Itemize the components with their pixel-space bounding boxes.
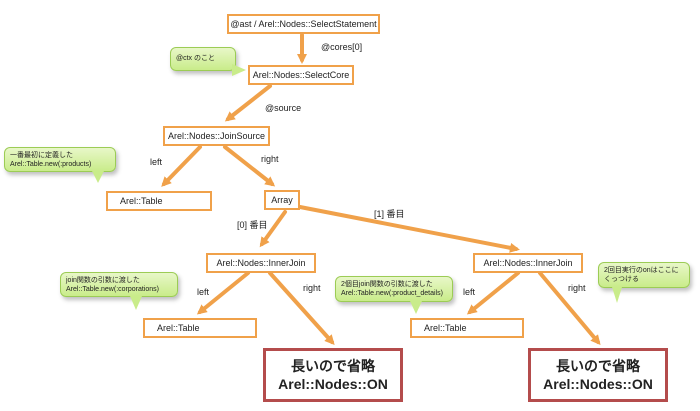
edge-selectcore-to-joinsource	[224, 84, 272, 122]
label-right-2: right	[303, 283, 321, 293]
label-array-1: [1] 番目	[374, 209, 405, 219]
callout-first-table-tail	[92, 171, 104, 183]
label-right-1: right	[261, 154, 279, 164]
edge-joinsource-to-array	[223, 145, 276, 187]
callout-on-note: 2回目実行のonはここに くっつける	[598, 262, 690, 288]
callout-ctx: @ctx のこと	[170, 47, 236, 71]
callout-on-note-line1: 2回目実行のonはここに	[604, 267, 679, 274]
callout-join-arg-tail	[130, 296, 142, 310]
callout-first-table-line2: Arel::Table.new(:products)	[10, 161, 92, 168]
node-join-source: Arel::Nodes::JoinSource	[163, 126, 270, 146]
callout-join-arg-2-line2: Arel::Table.new(:product_details)	[341, 290, 443, 297]
node-on-2: 長いので省略 Arel::Nodes::ON	[528, 348, 668, 402]
on-1-line2: Arel::Nodes::ON	[278, 376, 388, 392]
node-inner-join-1: Arel::Nodes::InnerJoin	[206, 253, 316, 273]
callout-join-arg-2-line1: 2個目join関数の引数に渡した	[341, 281, 433, 288]
callout-join-arg-2-tail	[410, 301, 422, 314]
on-2-line2: Arel::Nodes::ON	[543, 376, 653, 392]
callout-on-note-tail	[612, 287, 622, 303]
callout-on-note-line2: くっつける	[604, 276, 639, 283]
on-2-line1: 長いので省略	[556, 358, 640, 374]
node-select-core: Arel::Nodes::SelectCore	[248, 65, 354, 85]
label-cores: @cores[0]	[321, 42, 363, 52]
edge-innerjoin2-to-table	[466, 271, 520, 315]
node-array: Array	[264, 190, 300, 210]
edge-innerjoin1-to-on	[268, 271, 335, 345]
on-1-line1: 長いので省略	[291, 358, 375, 374]
callout-ctx-line1: @ctx のこと	[176, 55, 215, 62]
node-table-mid-1: Arel::Table	[143, 318, 257, 338]
node-table-mid-2: Arel::Table	[410, 318, 524, 338]
edge-array-to-innerjoin-2	[298, 205, 520, 253]
callout-join-arg-line2: Arel::Table.new(:corporations)	[66, 286, 159, 293]
callout-join-arg-line1: join関数の引数に渡した	[66, 277, 140, 284]
node-inner-join-2: Arel::Nodes::InnerJoin	[473, 253, 583, 273]
label-left-1: left	[150, 157, 163, 167]
label-source: @source	[265, 103, 302, 113]
node-on-1: 長いので省略 Arel::Nodes::ON	[263, 348, 403, 402]
label-array-0: [0] 番目	[237, 220, 268, 230]
label-left-3: left	[463, 287, 476, 297]
label-right-3: right	[568, 283, 586, 293]
node-table-left: Arel::Table	[106, 191, 212, 211]
callout-join-arg-2: 2個目join関数の引数に渡した Arel::Table.new(:produc…	[335, 276, 453, 302]
node-select-statement: @ast / Arel::Nodes::SelectStatement	[227, 14, 380, 34]
edge-joinsource-to-table	[161, 145, 202, 187]
callout-first-table-line1: 一番最初に定義した	[10, 152, 73, 159]
callout-ctx-tail	[232, 64, 246, 76]
label-left-2: left	[197, 287, 210, 297]
callout-join-arg: join関数の引数に渡した Arel::Table.new(:corporati…	[60, 272, 178, 297]
callout-first-table: 一番最初に定義した Arel::Table.new(:products)	[4, 147, 116, 172]
